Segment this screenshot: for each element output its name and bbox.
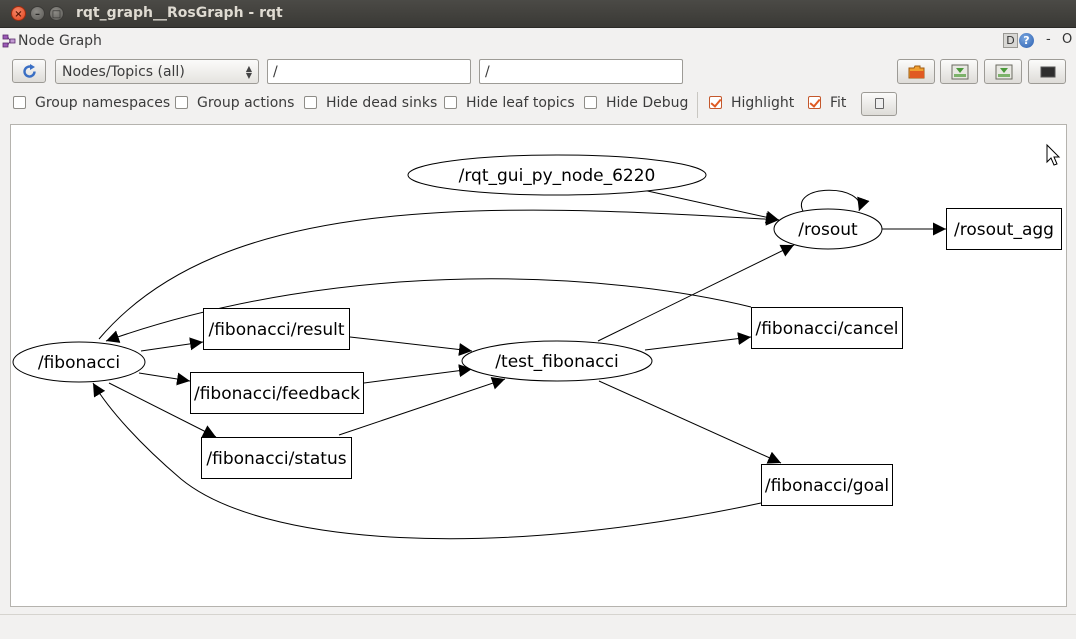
- edge-rqt-to-rosout: [642, 189, 780, 224]
- fit-checkbox[interactable]: Fit: [808, 95, 846, 113]
- node-rqt-gui-py-node-label: /rqt_gui_py_node_6220: [459, 166, 656, 186]
- hide-debug-label: Hide Debug: [606, 95, 689, 111]
- checkbox-icon: [13, 96, 26, 109]
- edge-test-to-rosout: [597, 244, 795, 342]
- fit-view-icon: [875, 98, 884, 109]
- edge-cancel-to-fibonacci: [105, 278, 752, 343]
- hide-leaf-topics-checkbox[interactable]: Hide leaf topics: [444, 95, 575, 113]
- highlight-checkbox[interactable]: Highlight: [709, 95, 794, 113]
- topic-filter-input[interactable]: [479, 59, 683, 84]
- fit-in-view-button[interactable]: [861, 92, 897, 116]
- load-dot-button[interactable]: [897, 59, 935, 84]
- help-icon[interactable]: ?: [1019, 33, 1034, 48]
- combo-arrows-icon: ▲▼: [245, 64, 252, 80]
- dock-title: Node Graph: [18, 33, 102, 49]
- hide-leaf-topics-label: Hide leaf topics: [466, 95, 575, 111]
- save-image-button[interactable]: [1028, 59, 1066, 84]
- topic-fibonacci-feedback[interactable]: [190, 372, 364, 414]
- graph-type-value: Nodes/Topics (all): [62, 64, 185, 80]
- topic-fibonacci-result[interactable]: [203, 308, 350, 350]
- fit-label: Fit: [830, 95, 847, 111]
- topic-fibonacci-goal[interactable]: [761, 464, 893, 506]
- ros-graph: /rqt_gui_py_node_6220 /rosout /fibonacci…: [12, 143, 1062, 540]
- mouse-cursor-icon: [1046, 143, 1061, 166]
- node-test-fibonacci-label: /test_fibonacci: [495, 352, 618, 372]
- edge-rosout-self: [801, 189, 870, 214]
- checkbox-checked-icon: [709, 96, 722, 109]
- node-rosout[interactable]: [773, 208, 883, 250]
- save-dot-icon: [951, 64, 969, 80]
- edge-feedback-to-test: [363, 364, 473, 384]
- window-minimize-button[interactable]: –: [30, 6, 45, 21]
- window-title: rqt_graph__RosGraph - rqt: [76, 5, 283, 21]
- window-maximize-button[interactable]: □: [49, 6, 64, 21]
- topic-fibonacci-cancel[interactable]: [751, 307, 903, 349]
- group-namespaces-checkbox[interactable]: Group namespaces: [13, 95, 170, 113]
- edge-fibonacci-to-status: [108, 382, 217, 438]
- node-graph-icon: [2, 34, 16, 48]
- node-fibonacci[interactable]: [12, 341, 146, 383]
- refresh-icon: [23, 64, 36, 78]
- topic-fibonacci-status-label: /fibonacci/status: [206, 449, 346, 469]
- topic-fibonacci-goal-label: /fibonacci/goal: [765, 476, 889, 496]
- graph-canvas[interactable]: /rqt_gui_py_node_6220 /rosout /fibonacci…: [10, 124, 1067, 607]
- hide-dead-sinks-label: Hide dead sinks: [326, 95, 438, 111]
- dock-minimize-button[interactable]: -: [1046, 32, 1051, 47]
- node-fibonacci-label: /fibonacci: [38, 353, 120, 373]
- hide-dead-sinks-checkbox[interactable]: Hide dead sinks: [304, 95, 437, 113]
- group-actions-label: Group actions: [197, 95, 295, 111]
- checkbox-icon: [304, 96, 317, 109]
- edge-fibonacci-to-feedback: [138, 372, 191, 386]
- topic-fibonacci-result-label: /fibonacci/result: [208, 320, 344, 340]
- edge-result-to-test: [349, 336, 473, 356]
- checkbox-checked-icon: [808, 96, 821, 109]
- group-namespaces-label: Group namespaces: [35, 95, 171, 111]
- topic-rosout-agg-label: /rosout_agg: [954, 220, 1054, 240]
- edge-fibonacci-to-result: [140, 337, 204, 352]
- status-bar: [0, 614, 1076, 639]
- edge-fibonacci-to-rosout: [98, 209, 780, 340]
- open-folder-icon: [908, 65, 925, 79]
- node-rosout-label: /rosout: [798, 220, 858, 240]
- node-filter-input[interactable]: [267, 59, 471, 84]
- topic-rosout-agg[interactable]: [946, 208, 1062, 250]
- dock-header: Node Graph D ? - O: [0, 29, 1076, 53]
- window-close-button[interactable]: ×: [11, 6, 26, 21]
- checkbox-icon: [175, 96, 188, 109]
- node-test-fibonacci[interactable]: [461, 340, 653, 382]
- edge-test-to-cancel: [644, 332, 752, 351]
- save-svg-icon: [995, 64, 1013, 80]
- options-separator: [697, 92, 698, 118]
- node-rqt-gui-py-node[interactable]: [407, 154, 707, 196]
- hide-debug-checkbox[interactable]: Hide Debug: [584, 95, 688, 113]
- graph-edges: [92, 189, 946, 540]
- save-dot-button[interactable]: [940, 59, 978, 84]
- edge-goal-to-fibonacci: [92, 382, 762, 540]
- dock-float-button[interactable]: O: [1062, 32, 1073, 47]
- group-actions-checkbox[interactable]: Group actions: [175, 95, 294, 113]
- dock-d-button[interactable]: D: [1003, 33, 1018, 48]
- topic-fibonacci-feedback-label: /fibonacci/feedback: [194, 384, 360, 404]
- checkbox-icon: [444, 96, 457, 109]
- edge-test-to-goal: [598, 380, 782, 464]
- graph-type-select[interactable]: Nodes/Topics (all) ▲▼: [55, 59, 259, 84]
- window-titlebar: × – □ rqt_graph__RosGraph - rqt: [0, 0, 1076, 28]
- image-icon: [1040, 66, 1056, 78]
- edge-status-to-test: [338, 376, 506, 436]
- checkbox-icon: [584, 96, 597, 109]
- highlight-label: Highlight: [731, 95, 795, 111]
- topic-fibonacci-cancel-label: /fibonacci/cancel: [755, 319, 898, 339]
- topic-fibonacci-status[interactable]: [201, 437, 352, 479]
- save-svg-button[interactable]: [984, 59, 1022, 84]
- refresh-button[interactable]: [12, 59, 46, 83]
